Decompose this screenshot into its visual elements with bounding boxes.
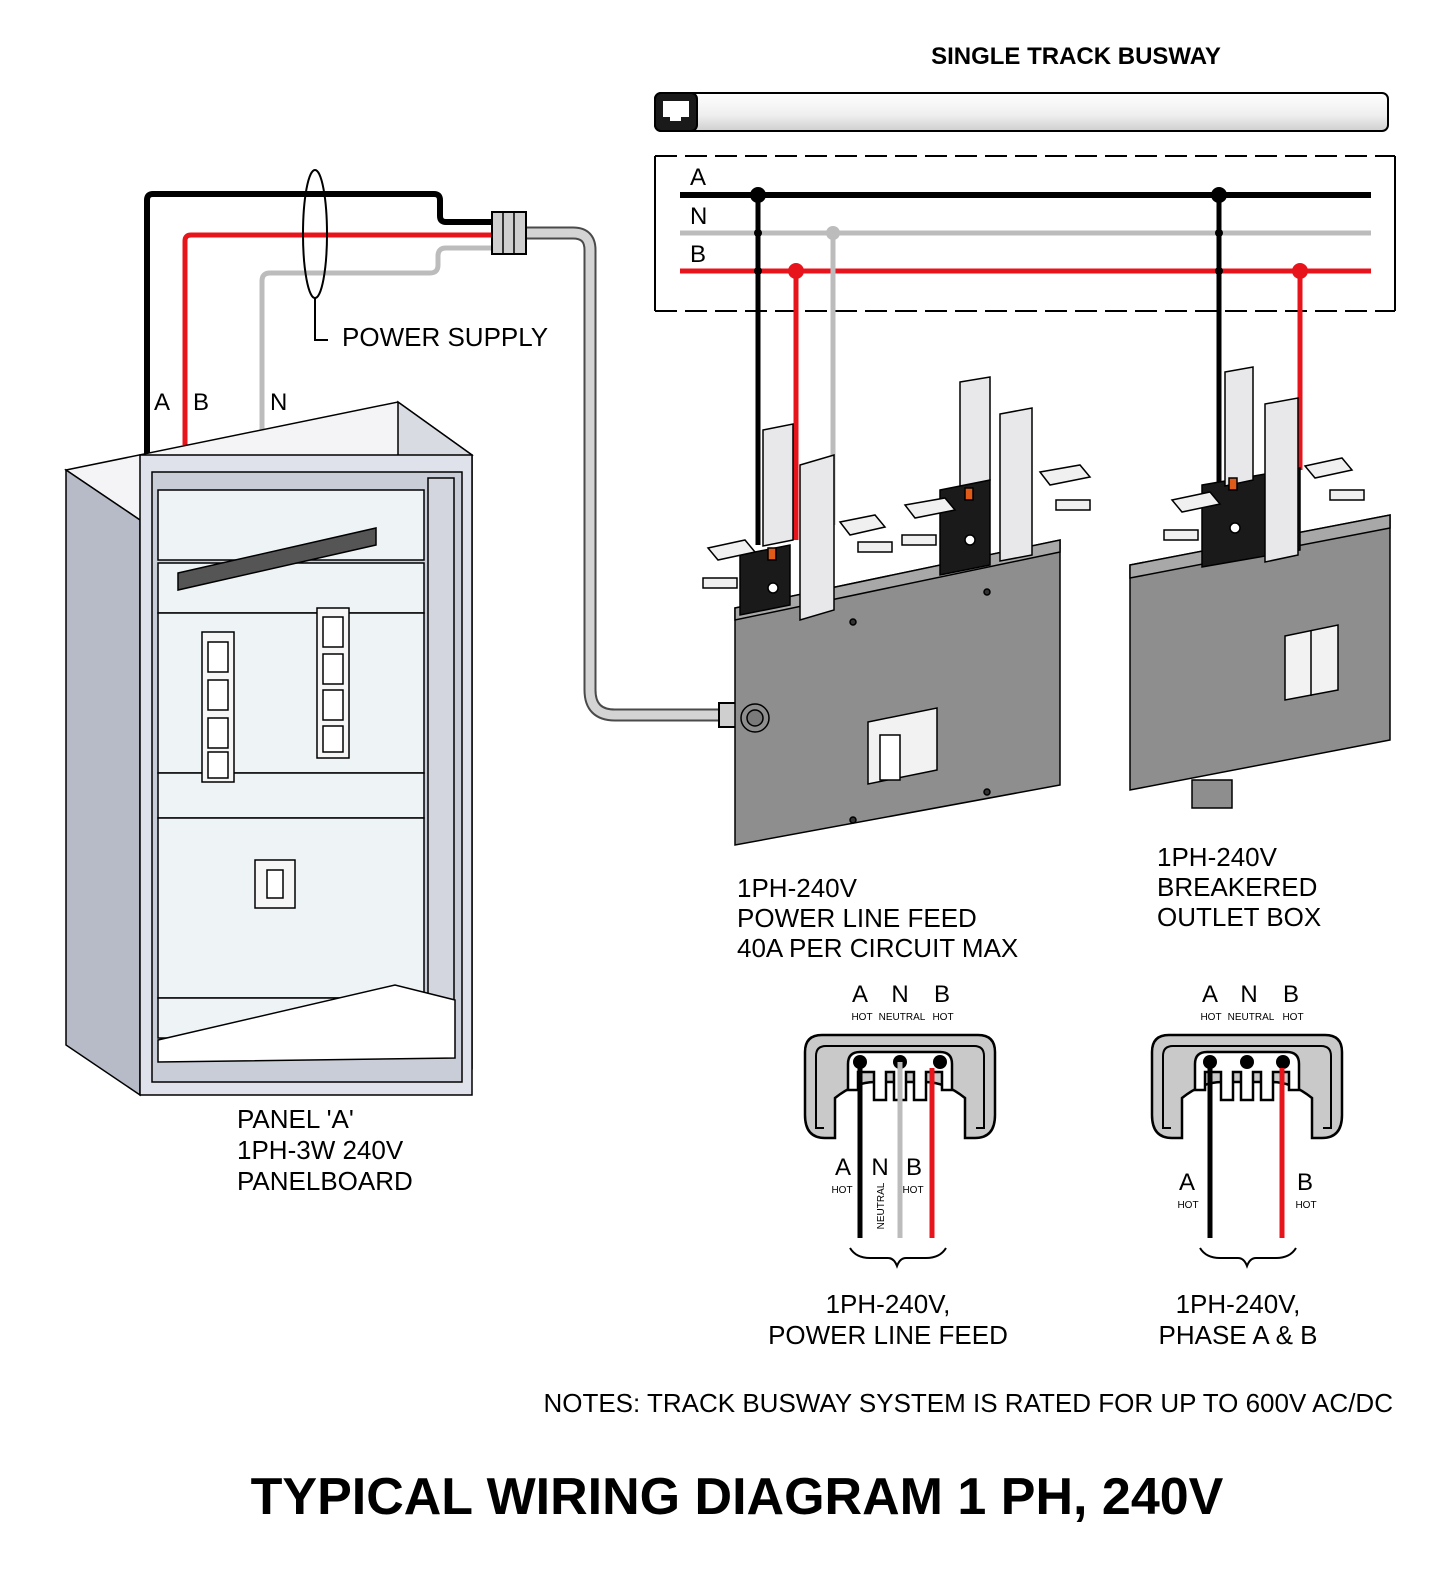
tap-feed-b [788,263,804,279]
section-phase-top-sub-n: NEUTRAL [1228,1012,1275,1023]
panel-label-line-2: 1PH-3W 240V [237,1135,404,1165]
section-feed-caption-2: POWER LINE FEED [768,1320,1008,1350]
section-feed-caption-1: 1PH-240V, [826,1289,951,1319]
panel-label-line-1: PANEL 'A' [237,1104,354,1134]
section-feed-bottom-sub-b: HOT [902,1185,923,1196]
crossover-dot [754,267,762,275]
section-phase-top-n: N [1240,981,1257,1008]
section-feed-top-sub-a: HOT [851,1012,872,1023]
section-phase-top-sub-b: HOT [1282,1012,1303,1023]
power-supply-wires [144,191,500,455]
feed-box-label-line-2: POWER LINE FEED [737,903,977,933]
feed-box-label-line-3: 40A PER CIRCUIT MAX [737,933,1018,963]
outlet-box-label-line-3: OUTLET BOX [1157,902,1321,932]
section-phase-bottom-b: B [1297,1169,1313,1196]
section-feed-top-b: B [934,981,950,1008]
feed-connector-1 [702,423,893,622]
section-feed-top-sub-b: HOT [932,1012,953,1023]
wire-label-b: B [193,389,209,416]
outlet-box-label: 1PH-240V BREAKERED OUTLET BOX [1157,842,1321,932]
section-phase-bottom-sub-b: HOT [1295,1200,1316,1211]
busway-rail [654,92,1389,132]
section-phase-bottom-a: A [1179,1169,1195,1196]
crossover-dot [754,229,762,237]
power-supply-leader [314,298,328,341]
feed-box-label-line-1: 1PH-240V [737,873,858,903]
outlet-box-label-line-2: BREAKERED [1157,872,1317,902]
tap-outlet-b [1292,263,1308,279]
crossover-dot [1215,267,1223,275]
conduit [491,211,740,728]
power-supply-label: POWER SUPPLY [342,322,548,352]
panel-label: PANEL 'A' 1PH-3W 240V PANELBOARD [237,1104,413,1196]
page-title: TYPICAL WIRING DIAGRAM 1 PH, 240V [251,1468,1224,1526]
busway-label: SINGLE TRACK BUSWAY [931,43,1221,70]
section-feed-bottom-n: N [871,1154,888,1181]
busway-label-n: N [690,203,707,230]
tap-feed-a [750,187,766,203]
section-phase-top-sub-a: HOT [1200,1012,1221,1023]
outlet-box [1129,514,1391,809]
section-feed-bottom-b: B [906,1154,922,1181]
section-feed-top-a: A [852,981,868,1008]
section-feed-top-n: N [891,981,908,1008]
section-feed-bottom-a: A [835,1154,851,1181]
notes: NOTES: TRACK BUSWAY SYSTEM IS RATED FOR … [543,1388,1393,1418]
feed-box-label: 1PH-240V POWER LINE FEED 40A PER CIRCUIT… [737,873,1018,963]
section-phase-caption-1: 1PH-240V, [1176,1289,1301,1319]
tap-outlet-a [1211,187,1227,203]
feed-connector-2 [901,376,1092,576]
crossover-dot [1215,229,1223,237]
section-phase-top-a: A [1202,981,1218,1008]
section-phase-top-b: B [1283,981,1299,1008]
panel-label-line-3: PANELBOARD [237,1166,413,1196]
outlet-box-label-line-1: 1PH-240V [1157,842,1278,872]
busway-enclosure [654,155,1396,312]
section-feed [803,1033,997,1269]
panelboard [64,400,474,1097]
tap-feed-n [826,226,840,240]
section-feed-bottom-sub-n: NEUTRAL [876,1182,887,1229]
wire-label-a: A [154,389,170,416]
section-feed-bottom-sub-a: HOT [831,1185,852,1196]
outlet-drop-wires [1216,195,1303,485]
section-feed-top-sub-n: NEUTRAL [879,1012,926,1023]
busway-label-b: B [690,241,706,268]
section-phase [1150,1033,1344,1269]
outlet-connector [1163,366,1365,568]
busway-label-a: A [690,164,706,191]
section-phase-bottom-sub-a: HOT [1177,1200,1198,1211]
wire-label-n: N [270,389,287,416]
section-phase-caption-2: PHASE A & B [1159,1320,1318,1350]
